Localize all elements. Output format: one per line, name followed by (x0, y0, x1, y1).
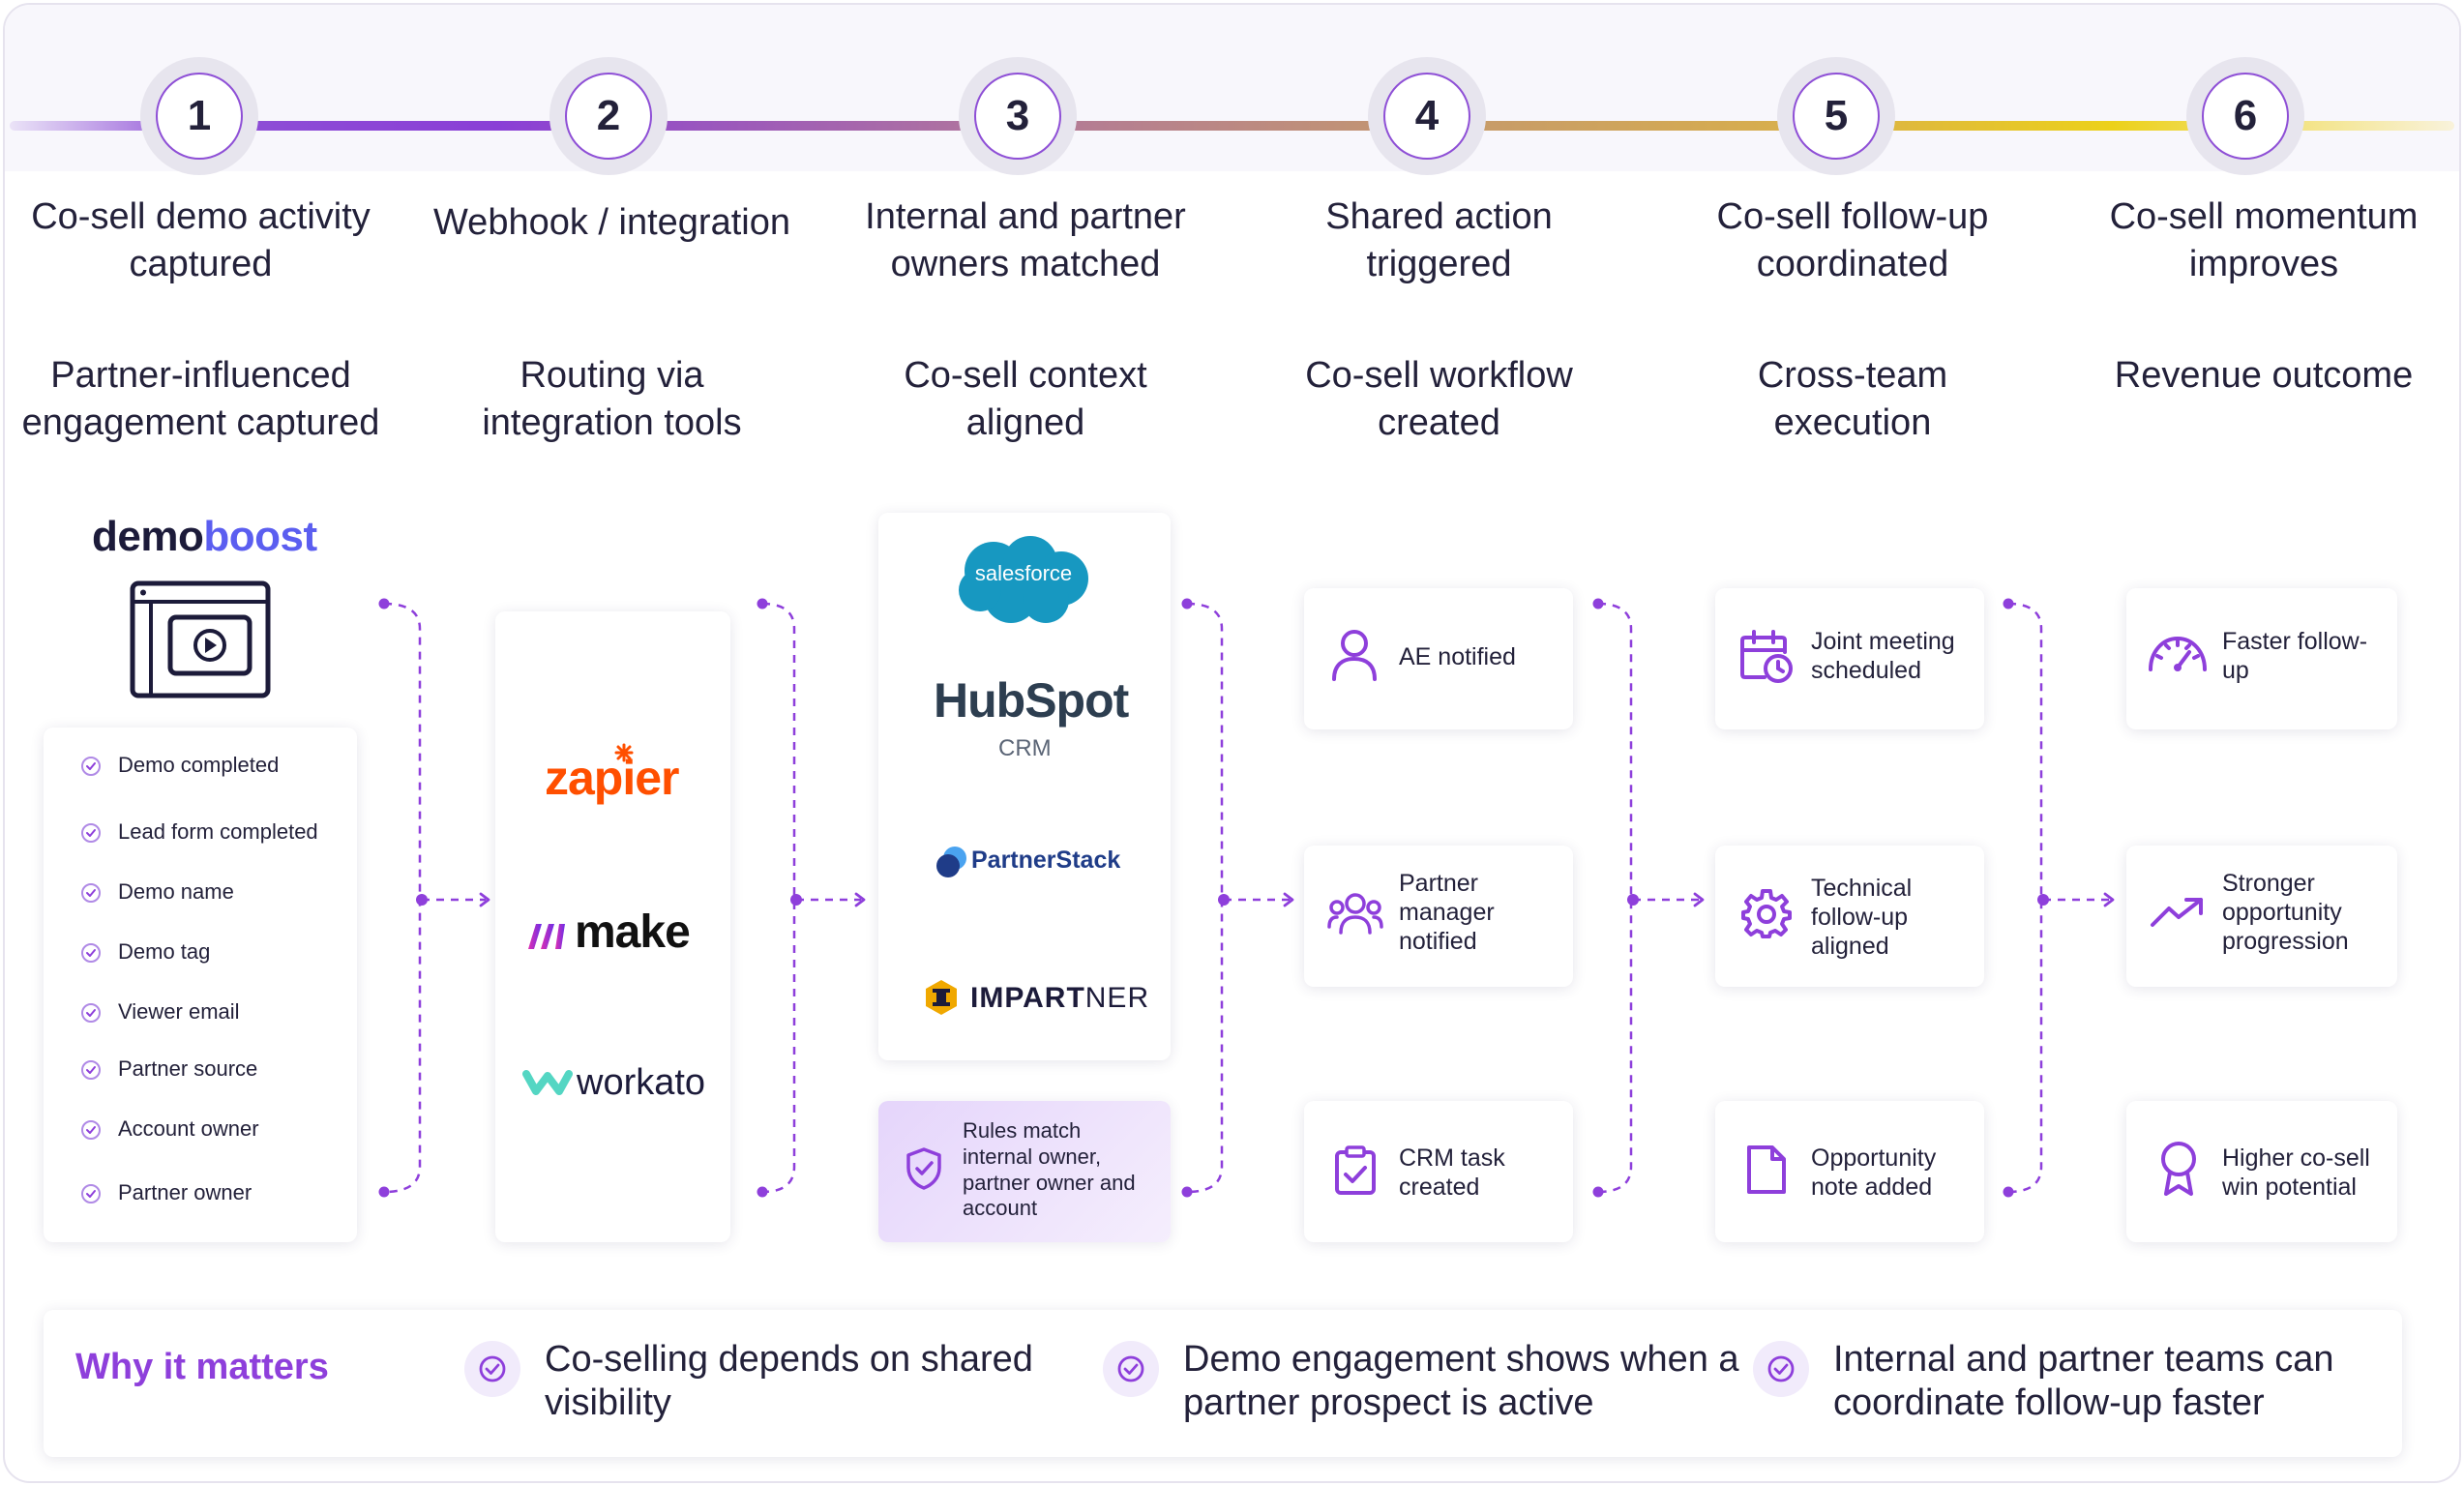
why-it-matters-title: Why it matters (75, 1347, 329, 1387)
demo-video-window-icon (130, 580, 271, 698)
why-check-icon-2 (1103, 1341, 1159, 1397)
demo-field-label: Demo name (118, 879, 234, 904)
field-check-icon (81, 943, 101, 963)
step-4-title: Shared action triggered (1325, 196, 1553, 284)
speedometer-icon (2149, 636, 2207, 671)
step-6-title: Co-sell momentum improves (2109, 196, 2419, 284)
step-4-circle: 4 (1368, 57, 1486, 175)
step-2-title: Webhook / integration (433, 202, 790, 243)
person-icon (1332, 630, 1377, 681)
joint-meeting-label: Joint meeting scheduled (1811, 628, 1955, 684)
why-check-icon-3 (1753, 1341, 1809, 1397)
field-check-icon (81, 1184, 101, 1204)
field-check-icon (81, 823, 101, 843)
step-1-subtitle: Partner-influenced engagement captured (21, 355, 380, 443)
step-2-subtitle: Routing via integration tools (482, 355, 742, 443)
step-3-number: 3 (974, 73, 1061, 160)
field-check-icon (81, 883, 101, 903)
step-1-number: 1 (156, 73, 243, 160)
salesforce-logo: salesforce (974, 561, 1073, 585)
calendar-clock-icon (1740, 630, 1793, 683)
step-header-band (5, 5, 2459, 171)
crm-task-card (1304, 1101, 1573, 1242)
award-ribbon-icon (2161, 1142, 2196, 1196)
document-icon (1747, 1145, 1786, 1194)
why-point-2: Demo engagement shows when a partner pro… (1183, 1339, 1739, 1423)
step-4-subtitle: Co-sell workflow created (1305, 355, 1573, 443)
partnerstack-logo: PartnerStack (971, 847, 1121, 874)
field-check-icon (81, 1003, 101, 1023)
workato-logo: workato (577, 1062, 706, 1103)
step-6-circle: 6 (2186, 57, 2304, 175)
demo-field-label: Demo tag (118, 939, 211, 964)
step-6-subtitle: Revenue outcome (2114, 355, 2414, 396)
opportunity-note-label: Opportunity note added (1811, 1144, 1937, 1201)
why-check-icon-1 (464, 1341, 520, 1397)
why-it-matters-panel (44, 1310, 2402, 1457)
step-2-number: 2 (565, 73, 652, 160)
integrations-card (495, 611, 730, 1242)
field-check-icon (81, 1060, 101, 1080)
faster-followup-label: Faster follow-up (2222, 628, 2368, 684)
step-2-circle: 2 (549, 57, 668, 175)
demo-fields-card (44, 728, 357, 1242)
step-3-subtitle: Co-sell context aligned (904, 355, 1147, 443)
joint-meeting-card (1715, 588, 1984, 729)
diagram-frame (3, 3, 2461, 1483)
higher-win-label: Higher co-sell win potential (2222, 1144, 2370, 1201)
hubspot-logo: HubSpot (934, 673, 1129, 728)
step-5-number: 5 (1793, 73, 1880, 160)
rules-match-card (878, 1101, 1171, 1242)
field-check-icon (81, 757, 101, 776)
step-5-subtitle: Cross-team execution (1757, 355, 1948, 443)
impartner-logo-icon (926, 980, 957, 1015)
salesforce-cloud-icon (959, 536, 1088, 623)
shield-check-icon (906, 1147, 941, 1190)
partner-manager-label: Partner manager notified (1399, 870, 1495, 955)
clipboard-check-icon (1335, 1145, 1376, 1195)
demo-field-label: Account owner (118, 1116, 259, 1141)
why-point-3: Internal and partner teams can coordinat… (1833, 1339, 2334, 1423)
demo-field-label: Viewer email (118, 999, 240, 1024)
step-3-title: Internal and partner owners matched (865, 196, 1186, 284)
demoboost-logo: demoboost (92, 513, 317, 560)
rules-match-text: Rules match internal owner, partner owne… (963, 1118, 1136, 1221)
step-3-circle: 3 (959, 57, 1077, 175)
stronger-opportunity-label: Stronger opportunity progression (2222, 870, 2349, 955)
step-5-circle: 5 (1777, 57, 1895, 175)
hubspot-crm-label: CRM (998, 735, 1052, 761)
step-4-number: 4 (1383, 73, 1470, 160)
technical-followup-label: Technical follow-up aligned (1811, 875, 1913, 960)
step-1-title: Co-sell demo activity captured (31, 196, 371, 284)
make-logo-icon (528, 924, 565, 949)
ae-notified-label: AE notified (1399, 643, 1516, 670)
partnerstack-logo-icon (936, 847, 966, 877)
make-logo: make (575, 906, 691, 958)
why-point-1: Co-selling depends on shared visibility (545, 1339, 1033, 1423)
impartner-logo: IMPARTNER (970, 982, 1150, 1014)
partner-manager-card (1304, 846, 1573, 987)
stronger-opportunity-card (2126, 846, 2397, 987)
workato-logo-icon (522, 1070, 573, 1095)
step-6-number: 6 (2202, 73, 2289, 160)
field-check-icon (81, 1120, 101, 1140)
progress-line (10, 121, 2454, 131)
people-group-icon (1327, 893, 1383, 935)
demo-field-label: Lead form completed (118, 819, 318, 844)
gear-icon (1741, 889, 1792, 938)
step-5-title: Co-sell follow-up coordinated (1716, 196, 1989, 284)
step-1-circle: 1 (140, 57, 258, 175)
zapier-star-icon (614, 743, 634, 762)
zapier-logo: zapier (545, 751, 680, 805)
demo-field-label: Demo completed (118, 753, 280, 777)
demo-field-label: Partner owner (118, 1180, 252, 1204)
demo-field-label: Partner source (118, 1056, 258, 1081)
crm-task-label: CRM task created (1399, 1144, 1505, 1201)
opportunity-note-card (1715, 1101, 1984, 1242)
trend-up-icon (2151, 898, 2203, 927)
faster-followup-card (2126, 588, 2397, 729)
